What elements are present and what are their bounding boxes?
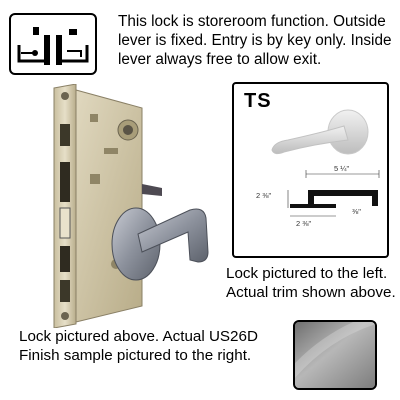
trim-dimension-diagram: 5 ¼" 2 ⅜" ⅜" 2 ⅜" [254, 164, 384, 230]
dimension-projection: 5 ¼" [334, 164, 350, 173]
trim-title: TS [244, 90, 272, 112]
satin-chrome-finish-swatch [293, 320, 377, 390]
function-description: This lock is storeroom function. Outside… [118, 12, 396, 69]
description-line: lever is fixed. Entry is by key only. In… [118, 32, 392, 49]
dimension-base: 2 ⅜" [296, 219, 312, 228]
description-line: lever always free to allow exit. [118, 51, 322, 68]
trim-caption: Lock pictured to the left. Actual trim s… [226, 264, 398, 302]
dimension-thickness: ⅜" [352, 207, 361, 216]
lever-handle-icon [264, 102, 374, 164]
storeroom-function-icon [9, 13, 97, 75]
caption-line: Lock pictured above. Actual US26D [19, 328, 258, 345]
caption-line: Finish sample pictured to the right. [19, 347, 252, 364]
function-diagram-icon [17, 27, 89, 65]
caption-line: Lock pictured to the left. [226, 265, 388, 282]
caption-line: Actual trim shown above. [226, 284, 396, 301]
mortise-lock-image [50, 83, 218, 329]
dimension-height: 2 ⅜" [256, 191, 272, 200]
trim-detail-panel: TS 5 ¼" 2 ⅜" ⅜" [232, 82, 389, 258]
finish-caption: Lock pictured above. Actual US26D Finish… [19, 327, 279, 365]
description-line: This lock is storeroom function. Outside [118, 13, 386, 30]
